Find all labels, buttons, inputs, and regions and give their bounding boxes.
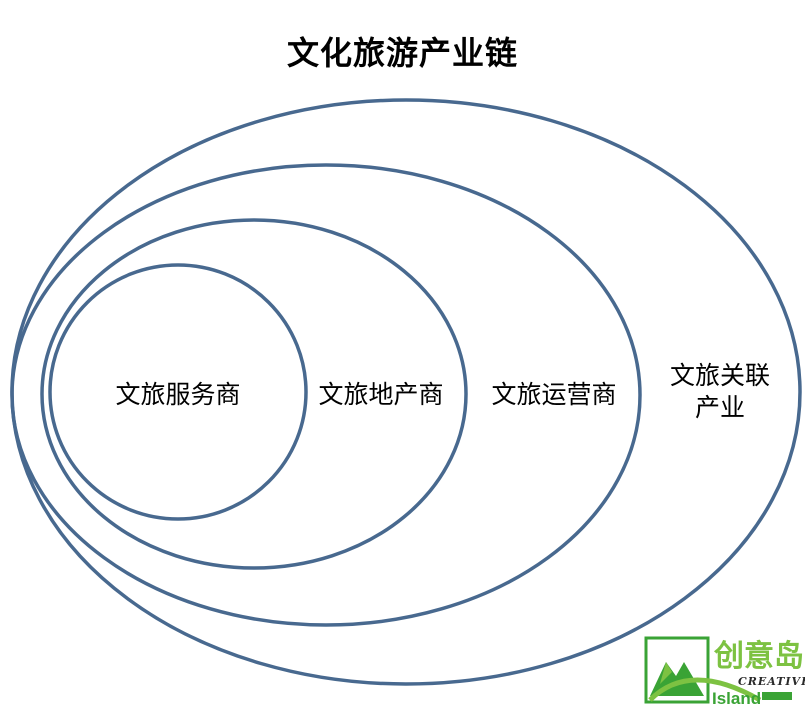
ring-label-operator: 文旅运营商 [491, 380, 616, 409]
ring-label-service-provider: 文旅服务商 [115, 380, 240, 409]
ring-operator [10, 163, 642, 627]
ring-service-provider [48, 263, 308, 521]
ring-label-real-estate: 文旅地产商 [318, 380, 443, 409]
logo-creative-text: CREATIVE [738, 675, 805, 688]
creative-island-logo: 创意岛 CREATIVE Island [644, 636, 805, 708]
diagram-title: 文化旅游产业链 [286, 34, 518, 72]
logo-name-cn: 创意岛 [713, 639, 804, 674]
logo-swoosh-icon [648, 677, 762, 703]
logo-island-text: Island [712, 689, 761, 708]
ring-label-related-industry-line1: 文旅关联 [670, 361, 770, 390]
logo-underline-bar [762, 692, 792, 700]
ring-label-related-industry-line2: 产业 [695, 393, 745, 422]
ring-real-estate [40, 218, 468, 570]
logo-mountain-highlight-icon [660, 662, 672, 684]
